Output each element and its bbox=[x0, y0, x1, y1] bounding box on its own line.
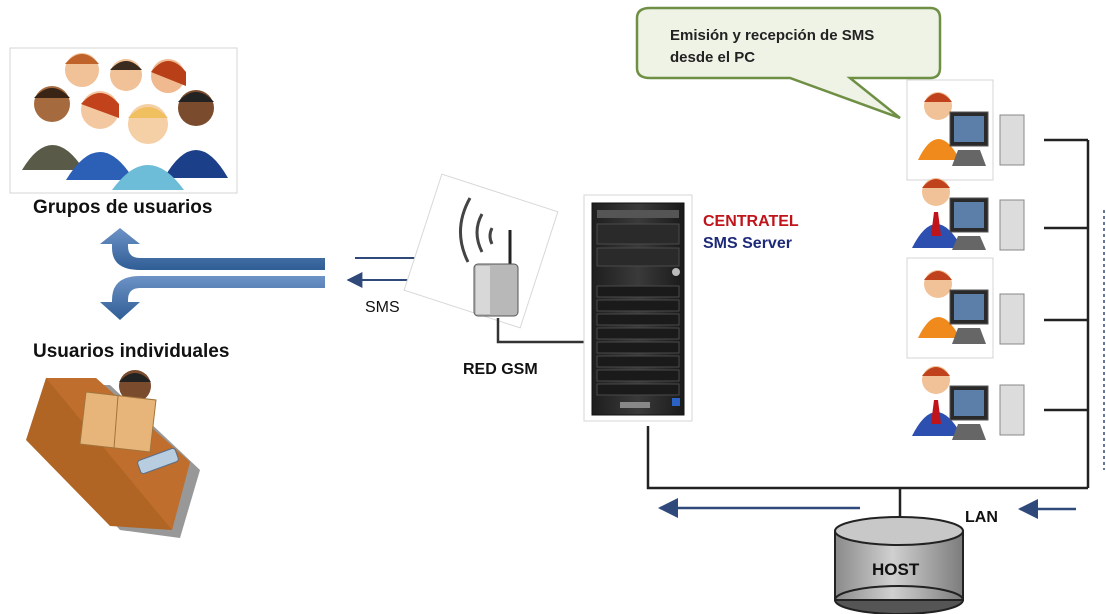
bubble-line-1: Emisión y recepción de SMS bbox=[670, 27, 875, 44]
sms-label: SMS bbox=[365, 299, 400, 316]
individual-user-icon bbox=[26, 370, 200, 538]
speech-bubble-text: Emisión y recepción de SMS desde el PC bbox=[670, 25, 920, 69]
server-tower-icon bbox=[583, 194, 693, 422]
server-product-label: SMS Server bbox=[703, 235, 792, 252]
user-group-icon bbox=[9, 47, 238, 194]
gsm-server-link bbox=[496, 318, 586, 344]
speech-bubble bbox=[635, 6, 942, 120]
groups-label: Grupos de usuarios bbox=[33, 197, 213, 218]
lan-network-lines bbox=[646, 138, 1090, 520]
host-label: HOST bbox=[872, 560, 920, 579]
gsm-label: RED GSM bbox=[463, 361, 538, 378]
gsm-modem-icon bbox=[403, 173, 559, 329]
workstation-4 bbox=[912, 366, 1025, 440]
bubble-line-2: desde el PC bbox=[670, 49, 756, 66]
host-database-icon bbox=[834, 516, 964, 614]
server-brand-label: CENTRATEL bbox=[703, 213, 799, 230]
lan-label: LAN bbox=[965, 509, 998, 526]
workstation-3 bbox=[906, 257, 1025, 359]
distribution-arrows bbox=[100, 228, 325, 320]
workstation-2 bbox=[912, 178, 1025, 251]
workstation-1 bbox=[906, 79, 1025, 181]
individuals-label: Usuarios individuales bbox=[33, 341, 230, 362]
